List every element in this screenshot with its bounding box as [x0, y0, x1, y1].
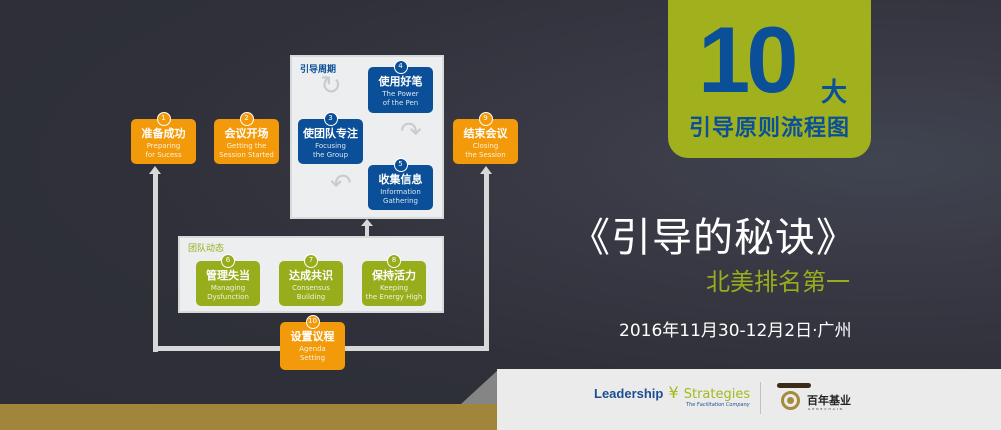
principles-badge: 10 大 引导原则流程图: [668, 0, 871, 158]
step-number: 2: [239, 112, 254, 126]
step-number: 5: [393, 158, 408, 172]
group-title: 团队动态: [188, 244, 225, 254]
step-cn: 会议开场: [224, 127, 269, 140]
step-cn: 收集信息: [378, 173, 423, 186]
step-number: 10: [305, 315, 320, 329]
step-number: 7: [304, 254, 318, 268]
logo-panel: Leadership ¥ Strategies The Facilitation…: [497, 369, 1001, 430]
connector-left: [153, 172, 158, 352]
step-cn: 达成共识: [289, 269, 333, 282]
event-date: 2016年11月30-12月2日·广州: [619, 321, 852, 341]
step-cn: 结束会议: [463, 127, 508, 140]
cycle-title: 引导周期: [300, 65, 337, 75]
step-cn: 保持活力: [372, 269, 416, 282]
step-number: 4: [393, 60, 408, 74]
badge-number: 10: [698, 7, 799, 112]
step-cn: 使团队专注: [303, 127, 358, 140]
main-title: 《引导的秘诀》: [570, 215, 857, 261]
logo-tagline: The Facilitation Company: [686, 402, 750, 408]
arrow-up-right: [480, 166, 492, 174]
connector-right: [484, 172, 489, 351]
logo-divider: [760, 382, 761, 414]
cycle-arrow-icon: ↻: [320, 71, 342, 101]
badge-subtitle: 引导原则流程图: [688, 116, 850, 141]
step-cn: 使用好笔: [378, 75, 423, 88]
cycle-arrow-icon: ↷: [400, 117, 422, 147]
cycle-arrow-icon: ↶: [330, 169, 352, 199]
step-number: 9: [478, 112, 493, 126]
people-icon: ¥: [668, 383, 679, 402]
step-cn: 设置议程: [290, 330, 335, 343]
arrow-up-left: [149, 166, 161, 174]
badge-suffix: 大: [821, 78, 848, 108]
step-number: 8: [387, 254, 401, 268]
leadership-strategies-logo[interactable]: Leadership ¥ Strategies The Facilitation…: [594, 383, 750, 408]
sub-title: 北美排名第一: [706, 268, 850, 296]
brush-stroke-icon: [777, 383, 811, 388]
logo-text-left: Leadership: [594, 386, 664, 401]
step-number: 3: [323, 112, 338, 126]
fold-triangle: [461, 370, 498, 404]
logo-text-right: Strategies: [683, 387, 751, 402]
ring-logo-icon: [781, 391, 800, 410]
connector-group-cycle: [365, 226, 369, 238]
bainian-logo-text: 百年基业: [807, 394, 851, 407]
step-number: 1: [156, 112, 171, 126]
step-cn: 准备成功: [141, 127, 186, 140]
step-cn: 管理失当: [206, 269, 250, 282]
bainian-logo-en: GENECHAIN: [808, 407, 844, 411]
arrow-up-center: [361, 219, 373, 226]
step-number: 6: [221, 254, 235, 268]
